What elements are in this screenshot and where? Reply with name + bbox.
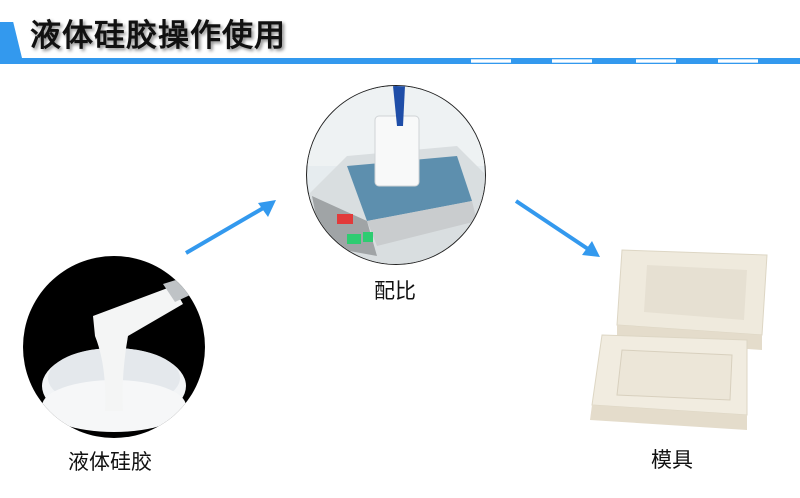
underline-gap <box>636 59 676 63</box>
page-title: 液体硅胶操作使用 <box>30 18 286 54</box>
header-tab-accent <box>0 22 22 58</box>
step-label-mold: 模具 <box>651 448 693 472</box>
liquid-silicone-photo <box>23 256 205 438</box>
weighing-scale-photo <box>306 85 486 265</box>
underline-gap <box>718 59 758 63</box>
step-label-liquid-silicone: 液体硅胶 <box>68 450 152 474</box>
step-label-ratio: 配比 <box>374 279 416 303</box>
underline-gap <box>552 59 592 63</box>
header-underline <box>0 58 800 64</box>
arrow-right-down-icon <box>514 199 600 257</box>
silicone-mold-photo <box>572 240 772 440</box>
arrow-right-up-icon <box>184 200 276 255</box>
underline-gap <box>471 59 511 63</box>
header: 液体硅胶操作使用 <box>0 0 800 70</box>
